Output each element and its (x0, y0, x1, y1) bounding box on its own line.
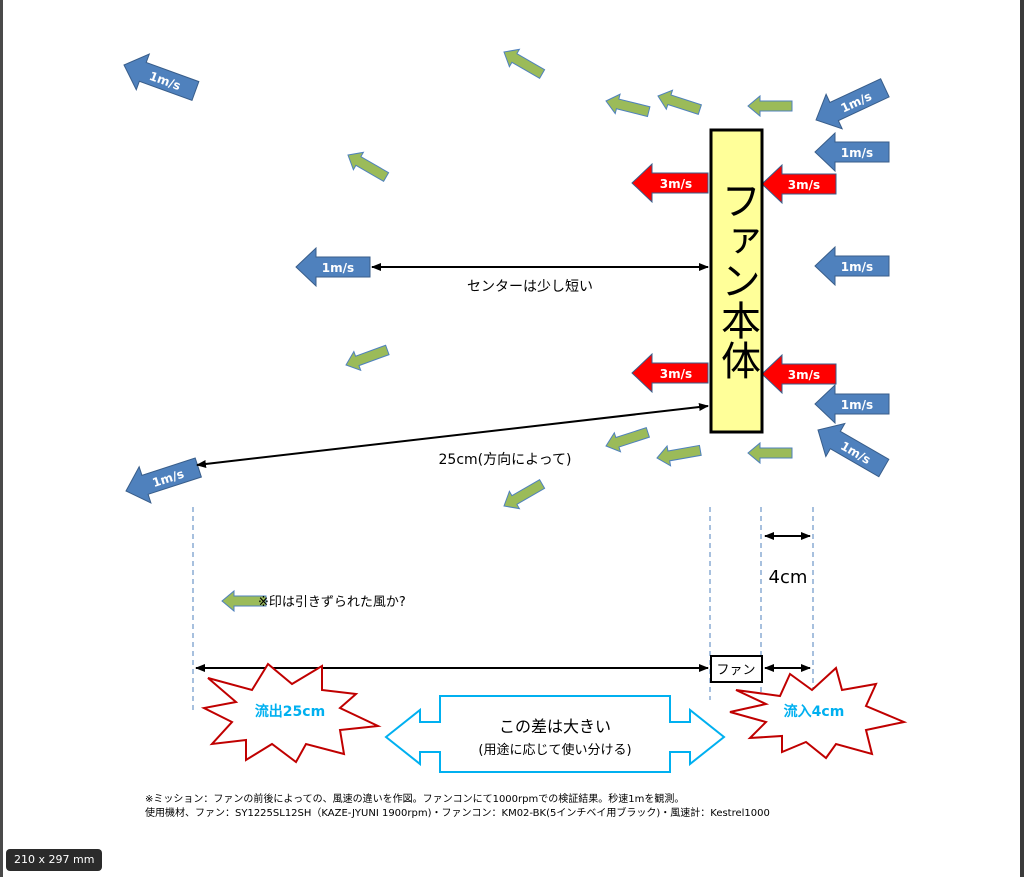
red-arrow-front-top: 3m/s (631, 162, 709, 204)
fan-body-label: ファン本体 (714, 180, 760, 380)
red-arrow-front-bottom: 3m/s (631, 352, 709, 394)
red-arrow-label: 3m/s (788, 368, 820, 382)
note-line-2: 使用機材、ファン：SY1225SL12SH（KAZE-JYUNI 1900rpm… (145, 806, 770, 819)
blue-arrow-center-left: 1m/s (295, 246, 371, 288)
green-arrow (747, 94, 793, 118)
note-line-1: ※ミッション：ファンの前後によっての、風速の違いを作図。ファンコンにて1000r… (145, 792, 684, 805)
red-arrow-back-top: 3m/s (761, 163, 837, 205)
inflow-burst: 流入4cm (729, 666, 908, 760)
page-size-badge: 210 x 297 mm (6, 849, 103, 871)
green-arrow (345, 344, 390, 372)
outflow-burst-label: 流出25cm (255, 703, 325, 720)
legend-text: ※印は引きずられた風か? (258, 595, 406, 610)
green-arrow (503, 48, 546, 80)
blue-arrow-label: 1m/s (841, 146, 873, 160)
outflow-burst: 流出25cm (200, 662, 382, 764)
blue-arrow-label: 1m/s (322, 261, 354, 275)
blue-arrow-label: 1m/s (841, 398, 873, 412)
difference-line1: この差は大きい (499, 717, 611, 736)
green-arrow (605, 427, 651, 453)
blue-arrow-right-2: 1m/s (814, 131, 890, 173)
green-arrow (657, 89, 703, 115)
green-arrow (656, 444, 702, 467)
red-arrow-label: 3m/s (660, 177, 692, 191)
red-arrow-label: 3m/s (788, 178, 820, 192)
fan-body: ファン本体 (709, 128, 764, 434)
blue-arrow-label: 1m/s (841, 260, 873, 274)
width-label: 4cm (769, 567, 808, 588)
inflow-burst-label: 流入4cm (784, 703, 845, 720)
green-arrow (605, 93, 651, 118)
blue-arrow-right-3: 1m/s (814, 245, 890, 287)
blue-arrow-right-1: 1m/s (815, 78, 890, 130)
difference-line2: (用途に応じて使い分ける) (478, 742, 631, 758)
fan-box-label: ファン (716, 663, 755, 678)
difference-callout: この差は大きい (用途に応じて使い分ける) (384, 695, 726, 773)
diagonal-dimension-line (196, 403, 709, 468)
blue-arrow-right-4: 1m/s (814, 383, 890, 425)
viewer-border-right (1020, 0, 1024, 877)
center-label: センターは少し短い (467, 279, 593, 295)
blue-arrow-bottomleft: 1m/s (125, 457, 203, 504)
blue-arrow-right-5: 1m/s (817, 422, 890, 478)
green-arrow (347, 151, 390, 183)
green-arrow (503, 478, 546, 510)
red-arrow-label: 3m/s (660, 367, 692, 381)
fan-box: ファン (710, 655, 763, 683)
green-arrow (747, 441, 793, 465)
distance-label: 25cm(方向によって) (439, 452, 572, 468)
viewer-border-left (0, 0, 3, 877)
red-arrow-back-bottom: 3m/s (761, 353, 837, 395)
blue-arrow-topleft: 1m/s (123, 53, 200, 102)
legend-green-arrow (221, 589, 267, 613)
